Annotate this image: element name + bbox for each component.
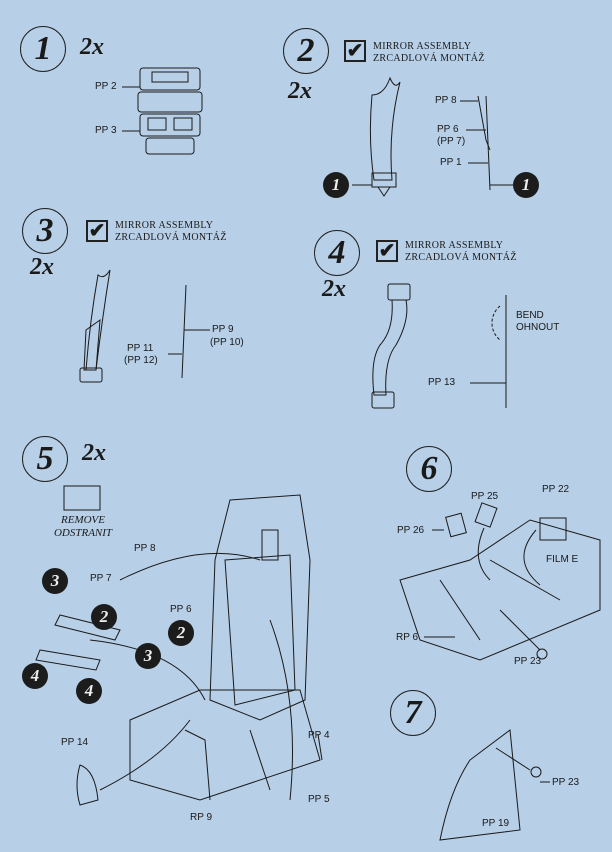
step-badge: 1: [323, 172, 349, 198]
ejection-seat-drawing: [35, 485, 323, 806]
part-label: FILM E: [546, 554, 579, 565]
step-badge: 1: [513, 172, 539, 198]
part-label: PP 2: [95, 81, 117, 92]
step-badge: 3: [135, 643, 161, 669]
part-label: (PP 12): [124, 355, 158, 366]
step-3-number: 3: [22, 208, 68, 254]
step-7-number: 7: [390, 690, 436, 736]
buckle-part-drawing: [122, 67, 203, 155]
strap-drawing: [352, 76, 514, 197]
part-label: (PP 10): [210, 337, 244, 348]
step-5-number: 5: [22, 436, 68, 482]
bend-label: BEND: [516, 310, 544, 321]
step-3-quantity: 2x: [30, 254, 54, 280]
step-badge: 4: [76, 678, 102, 704]
step-badge: 2: [168, 620, 194, 646]
step-1-number: 1: [20, 26, 66, 72]
part-label: RP 6: [396, 632, 419, 643]
part-label: PP 9: [212, 324, 234, 335]
step-2-quantity: 2x: [288, 78, 312, 104]
step-1-quantity: 2x: [80, 34, 104, 60]
part-label: RP 9: [190, 812, 213, 823]
step-badge: 2: [91, 604, 117, 630]
step-6-number: 6: [406, 446, 452, 492]
strap-drawing-3: [79, 269, 210, 383]
checkbox-checked-icon: ✔: [86, 220, 108, 242]
step-4-quantity: 2x: [322, 276, 346, 302]
part-label: PP 26: [397, 525, 425, 536]
part-label: PP 1: [440, 157, 462, 168]
part-label: PP 5: [308, 794, 330, 805]
step-4-number: 4: [314, 230, 360, 276]
step-badge: 4: [22, 663, 48, 689]
part-label: (PP 7): [437, 136, 466, 147]
part-label: PP 22: [542, 484, 570, 495]
bend-label: OHNOUT: [516, 322, 560, 333]
part-label: PP 13: [428, 377, 456, 388]
part-label: PP 23: [552, 777, 580, 788]
part-label: PP 4: [308, 730, 330, 741]
checkbox-checked-icon: ✔: [376, 240, 398, 262]
part-label: PP 23: [514, 656, 542, 667]
part-label: PP 6: [170, 604, 192, 615]
part-label: PP 3: [95, 125, 117, 136]
step-2-number: 2: [283, 28, 329, 74]
part-label: PP 14: [61, 737, 89, 748]
checkbox-checked-icon: ✔: [344, 40, 366, 62]
part-label: PP 8: [435, 95, 457, 106]
part-label: PP 8: [134, 543, 156, 554]
part-label: PP 25: [471, 491, 499, 502]
step-5-quantity: 2x: [82, 440, 106, 466]
strap-drawing-4: [371, 283, 507, 409]
instrument-panel-drawing: [439, 729, 550, 841]
part-label: PP 7: [90, 573, 112, 584]
part-label: PP 19: [482, 818, 510, 829]
part-label: PP 6: [437, 124, 459, 135]
cockpit-drawing: [399, 502, 601, 661]
part-label: PP 11: [127, 343, 154, 354]
step-badge: 3: [42, 568, 68, 594]
